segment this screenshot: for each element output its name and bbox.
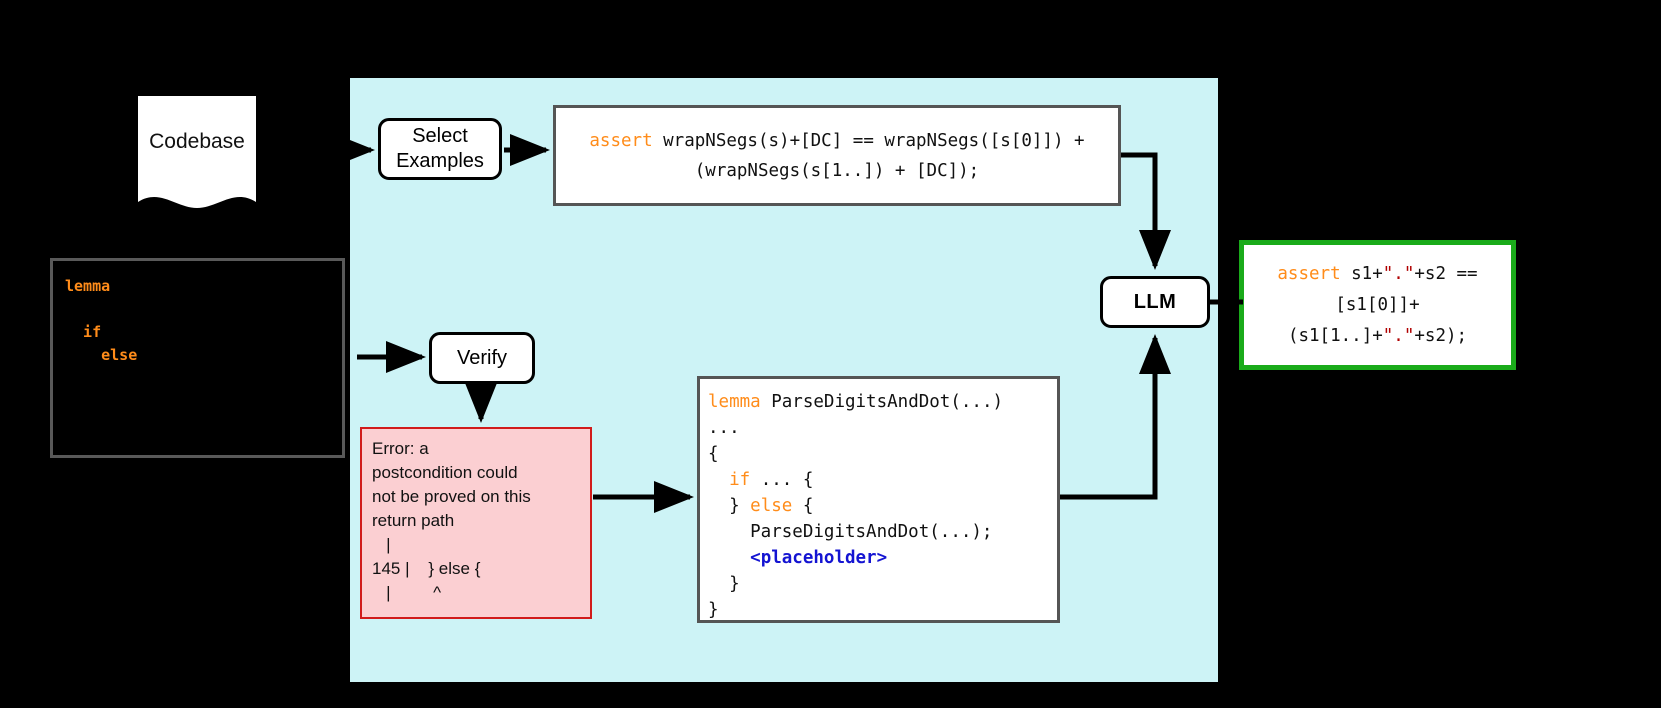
verification-error-box: Error: a postcondition could not be prov… bbox=[360, 427, 592, 619]
error-line-5: | bbox=[372, 535, 391, 554]
generated-line-3-a: (s1[1..]+ bbox=[1287, 325, 1383, 346]
error-line-7: | ^ bbox=[372, 583, 442, 602]
lemma-line-5-pre: } bbox=[729, 496, 751, 516]
generated-assert-box: assert s1+"."+s2 == [s1[0]]+ (s1[1..]+".… bbox=[1239, 240, 1516, 370]
generated-line-1: assert s1+"."+s2 == bbox=[1277, 259, 1477, 290]
select-examples-node[interactable]: Select Examples bbox=[378, 118, 502, 180]
lemma-line-8: } bbox=[708, 574, 740, 594]
lemma-placeholder-box: lemma ParseDigitsAndDot(...) ... { if ..… bbox=[697, 376, 1060, 623]
verify-node[interactable]: Verify bbox=[429, 332, 535, 384]
lemma-signature: ParseDigitsAndDot(...) bbox=[760, 392, 1004, 412]
lemma-line-2: ... bbox=[708, 418, 740, 438]
verify-label: Verify bbox=[456, 346, 508, 369]
lemma-line-4-indent bbox=[708, 470, 729, 490]
lemma-keyword-if: if bbox=[729, 470, 751, 490]
codebase-document: Codebase bbox=[138, 96, 256, 196]
snippet-keyword-lemma: lemma bbox=[65, 277, 111, 295]
error-line-2: postcondition could bbox=[372, 463, 518, 482]
error-line-3: not be proved on this bbox=[372, 487, 531, 506]
lemma-line-7-indent bbox=[708, 548, 750, 568]
generated-assert-keyword: assert bbox=[1277, 263, 1341, 284]
lemma-line-4-rest: ... { bbox=[750, 470, 814, 490]
generated-line-3: (s1[1..]+"."+s2); bbox=[1288, 321, 1467, 352]
lemma-line-9: } bbox=[708, 600, 719, 620]
error-line-6: 145 | } else { bbox=[372, 559, 481, 578]
assert-line-1-rest: wrapNSegs(s)+[DC] == wrapNSegs([s[0]]) + bbox=[652, 130, 1085, 151]
lemma-keyword-else: else bbox=[750, 496, 793, 516]
lemma-line-5-rest: { bbox=[792, 496, 814, 516]
assert-keyword: assert bbox=[589, 130, 653, 151]
generated-line-3-b: +s2); bbox=[1414, 325, 1468, 346]
generated-line-1-string: "." bbox=[1382, 263, 1415, 284]
generated-line-1-b: +s2 == bbox=[1414, 263, 1478, 284]
error-line-4: return path bbox=[372, 511, 455, 530]
generated-line-1-a: s1+ bbox=[1340, 263, 1383, 284]
lemma-recursive-call: ParseDigitsAndDot(...); bbox=[708, 522, 993, 542]
select-examples-label-line2: Examples bbox=[396, 150, 484, 172]
lemma-keyword: lemma bbox=[708, 392, 761, 412]
codebase-wave-edge bbox=[138, 186, 256, 212]
llm-node[interactable]: LLM bbox=[1100, 276, 1210, 328]
assert-line-2: (wrapNSegs(s[1..]) + [DC]); bbox=[694, 160, 980, 181]
lemma-line-5-indent bbox=[708, 496, 729, 516]
assert-line-1: assert wrapNSegs(s)+[DC] == wrapNSegs([s… bbox=[589, 126, 1084, 156]
select-examples-label-line1: Select bbox=[412, 125, 468, 147]
generated-line-2: [s1[0]]+ bbox=[1335, 294, 1420, 315]
snippet-keyword-else: else bbox=[65, 346, 138, 364]
codebase-snippet-panel: lemma if else bbox=[50, 258, 345, 458]
llm-label: LLM bbox=[1133, 290, 1177, 313]
error-line-1: Error: a bbox=[372, 439, 429, 458]
snippet-keyword-if: if bbox=[65, 323, 102, 341]
example-assert-box: assert wrapNSegs(s)+[DC] == wrapNSegs([s… bbox=[553, 105, 1121, 206]
lemma-line-3: { bbox=[708, 444, 719, 464]
generated-line-3-string: "." bbox=[1382, 325, 1415, 346]
codebase-label: Codebase bbox=[149, 130, 245, 153]
placeholder-token: <placeholder> bbox=[750, 548, 888, 568]
